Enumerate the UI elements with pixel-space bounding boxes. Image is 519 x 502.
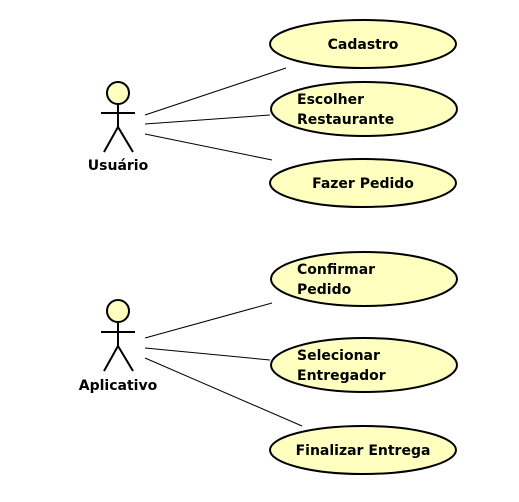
use-case-label-line: Fazer Pedido — [312, 176, 414, 192]
use-case-selecionar-entregador[interactable]: Selecionar Entregador — [270, 337, 458, 393]
association-aplicativo-selecionar-entregador — [144, 347, 271, 361]
use-case-ellipse — [269, 425, 457, 475]
use-case-ellipse — [270, 81, 458, 137]
use-case-fazer-pedido[interactable]: Fazer Pedido — [269, 158, 457, 208]
use-case-ellipse — [270, 251, 458, 307]
association-aplicativo-finalizar-entrega — [144, 357, 303, 427]
use-case-label-line: Escolher — [297, 92, 364, 108]
actor-left-leg — [103, 345, 119, 372]
use-case-cadastro[interactable]: Cadastro — [269, 19, 457, 69]
use-case-label-line: Selecionar — [297, 348, 380, 364]
use-case-label: Selecionar Entregador — [297, 348, 386, 384]
actor-head — [106, 299, 130, 323]
associations — [144, 67, 303, 427]
use-case-label-line: Finalizar Entrega — [296, 443, 431, 459]
use-case-label: Finalizar Entrega — [296, 443, 431, 459]
use-case-ellipse — [269, 158, 457, 208]
association-usuario-cadastro — [144, 67, 287, 116]
actor-head — [106, 81, 130, 105]
actor-right-leg — [117, 126, 134, 153]
use-case-label-line: Pedido — [297, 282, 352, 298]
actor-label-aplicativo: Aplicativo — [79, 378, 158, 394]
use-case-ellipse — [270, 337, 458, 393]
association-usuario-escolher-restaurante — [144, 114, 271, 125]
actor-usuario[interactable]: Usuário — [88, 81, 149, 174]
actor-right-leg — [117, 345, 134, 372]
association-aplicativo-confirmar-pedido — [144, 302, 273, 339]
use-case-label-line: Restaurante — [297, 112, 394, 128]
use-case-label: Cadastro — [328, 37, 399, 53]
use-case-label: Escolher Restaurante — [297, 92, 394, 128]
use-case-label-line: Confirmar — [297, 262, 375, 278]
actor-aplicativo[interactable]: Aplicativo — [79, 299, 158, 394]
use-case-escolher-restaurante[interactable]: Escolher Restaurante — [270, 81, 458, 137]
use-case-label: Fazer Pedido — [312, 176, 414, 192]
actor-left-leg — [103, 126, 119, 153]
use-case-confirmar-pedido[interactable]: Confirmar Pedido — [270, 251, 458, 307]
use-case-finalizar-entrega[interactable]: Finalizar Entrega — [269, 425, 457, 475]
use-case-label-line: Entregador — [297, 368, 386, 384]
use-case-ellipse — [269, 19, 457, 69]
actor-label-usuario: Usuário — [88, 158, 149, 174]
use-case-label-line: Cadastro — [328, 37, 399, 53]
association-usuario-fazer-pedido — [144, 133, 273, 161]
use-case-label: Confirmar Pedido — [297, 262, 380, 298]
